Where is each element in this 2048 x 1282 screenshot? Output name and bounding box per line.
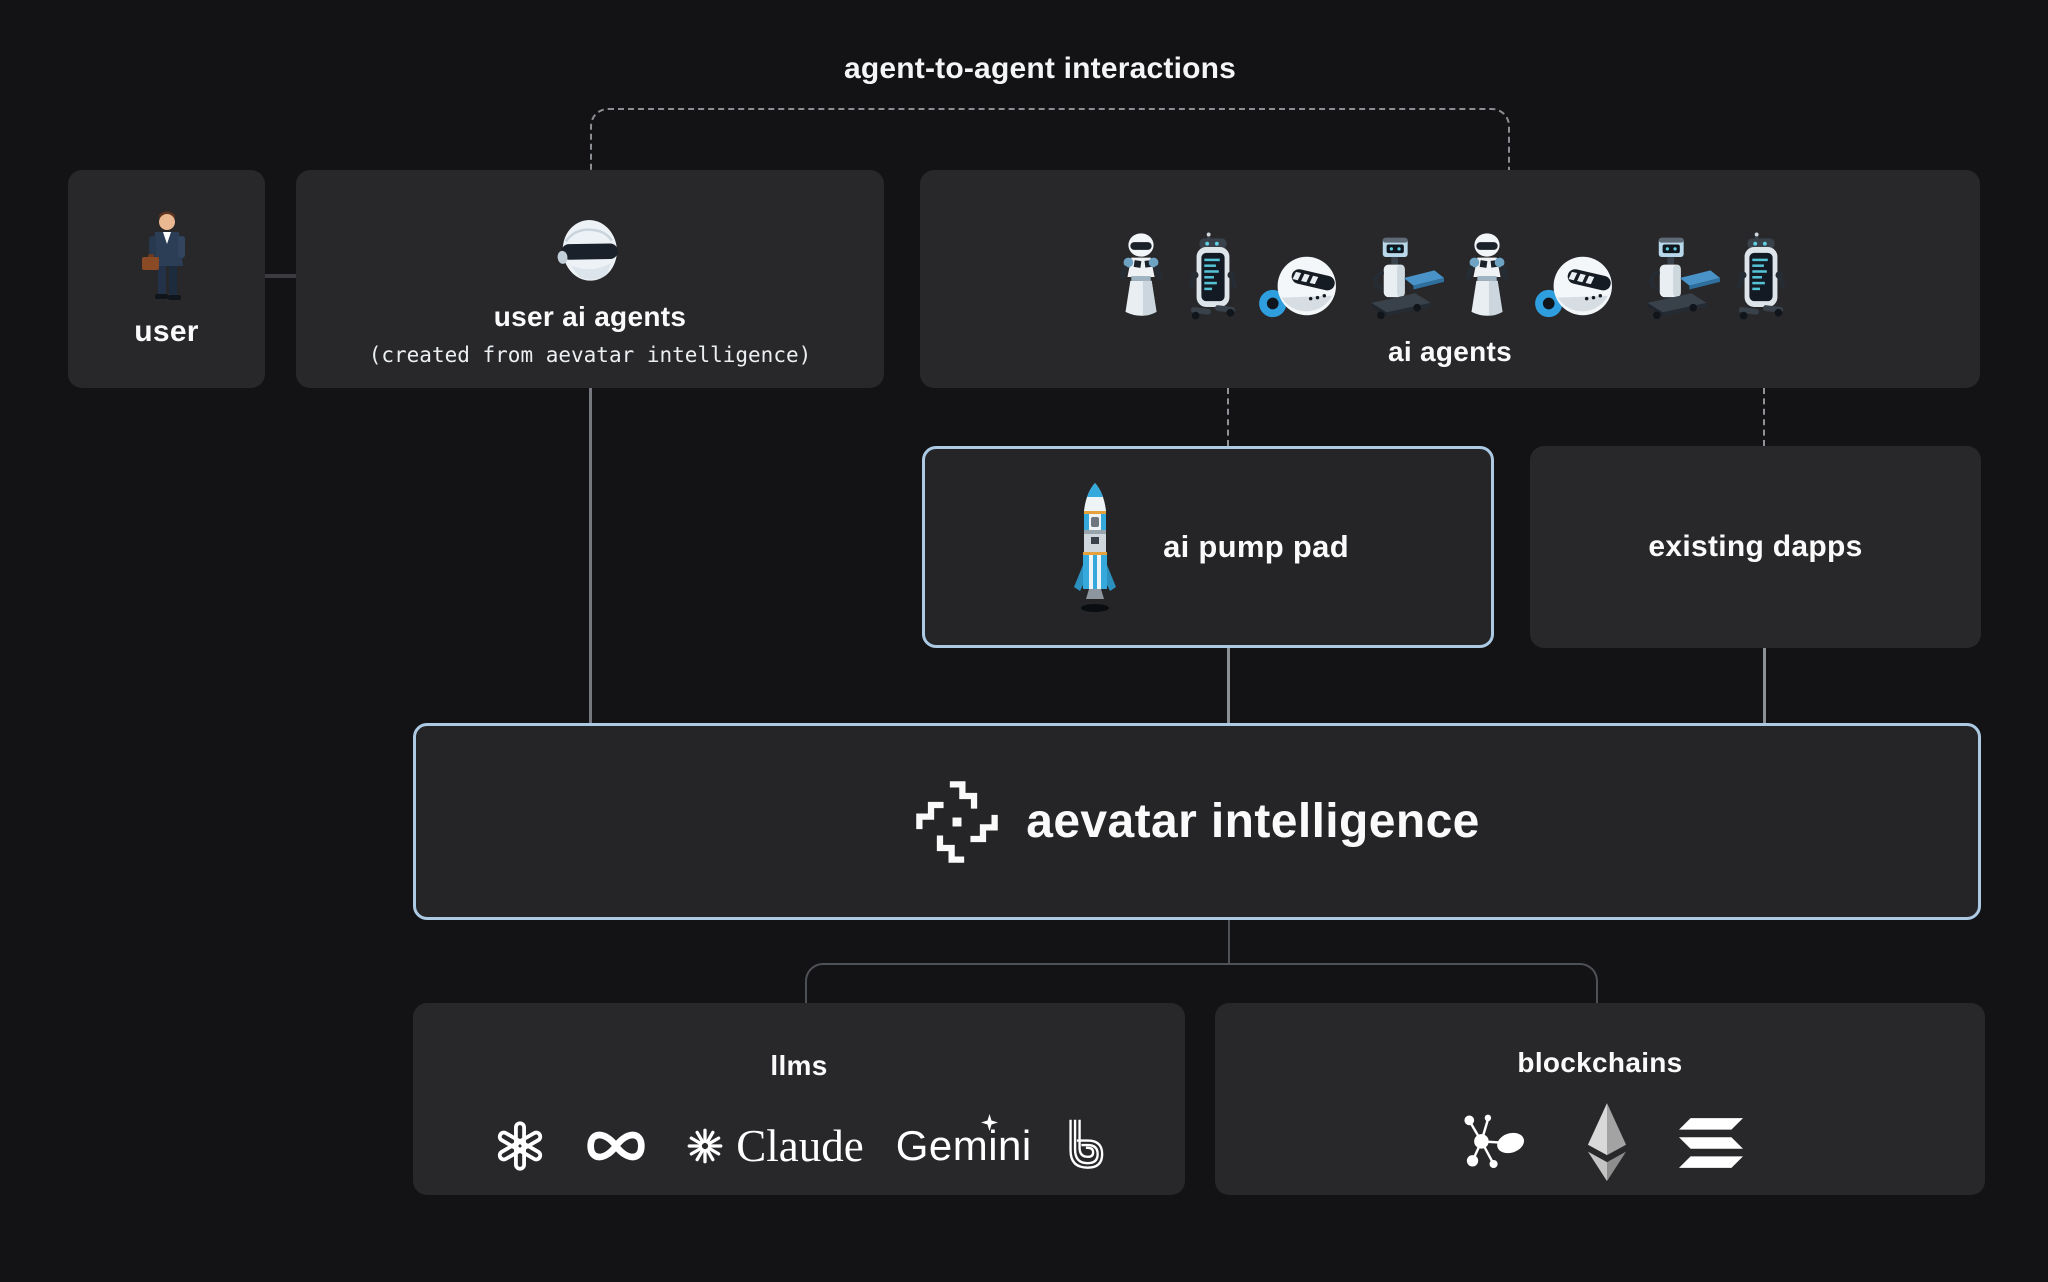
rocket-icon (1067, 481, 1123, 613)
user-ai-agents-box: user ai agents (created from aevatar int… (296, 170, 884, 388)
agent-to-agent-bracket-line (590, 108, 1510, 170)
solana-icon (1679, 1118, 1743, 1168)
gemini-wordmark: Gemini (895, 1122, 1032, 1169)
claude-wordmark: Claude (736, 1121, 864, 1171)
existing-dapps-label: existing dapps (1648, 530, 1863, 563)
ai-agents-box: ai agents (920, 170, 1980, 388)
user-to-agents-connector-line (264, 274, 297, 278)
kiosk-robot-icon (1732, 232, 1790, 322)
aevatar-intelligence-label: aevatar intelligence (1026, 795, 1480, 848)
gemini-logo: Gemini (896, 1122, 1032, 1170)
cart-robot-icon (1356, 234, 1444, 322)
pump-pad-to-aevatar-line (1227, 648, 1230, 723)
aevatar-logo-icon (914, 779, 1000, 865)
kiosk-robot-icon (1184, 232, 1242, 322)
diagram-title: agent-to-agent interactions (843, 52, 1237, 85)
user-ai-agents-subtitle: (created from aevatar intelligence) (368, 343, 812, 367)
existing-dapps-box: existing dapps (1530, 446, 1981, 648)
rover-robot-icon (1530, 250, 1620, 322)
aevatar-bottom-stem-line (1228, 920, 1230, 964)
dapps-to-aevatar-line (1763, 648, 1766, 723)
ai-pump-pad-box: ai pump pad (922, 446, 1494, 648)
ai-agents-robots (1110, 220, 1790, 322)
blockchain-logos (1457, 1101, 1743, 1185)
rover-robot-icon (1254, 250, 1344, 322)
ai-agents-label: ai agents (1387, 336, 1513, 367)
cart-robot-icon (1632, 234, 1720, 322)
blockchains-box: blockchains (1215, 1003, 1985, 1195)
user-ai-agents-to-aevatar-line (589, 388, 592, 723)
llms-box: llms Claude Gemini (413, 1003, 1185, 1195)
aevatar-intelligence-box: aevatar intelligence (413, 723, 1981, 920)
gemini-sparkle-icon (981, 1114, 998, 1131)
ai-agents-to-pump-pad-dashed-line (1227, 388, 1229, 446)
user-box: user (68, 170, 265, 388)
aelf-icon (1457, 1109, 1535, 1177)
ai-agents-to-dapps-dashed-line (1763, 388, 1765, 446)
ethereum-icon (1581, 1101, 1633, 1185)
openai-icon (492, 1118, 548, 1174)
llm-logos: Claude Gemini (492, 1106, 1106, 1186)
claude-logo: Claude (684, 1120, 864, 1172)
businessman-icon (139, 209, 195, 305)
blockchains-label: blockchains (1517, 1047, 1683, 1078)
humanoid-robot-icon (1110, 232, 1172, 322)
llms-label: llms (770, 1050, 828, 1081)
ai-pump-pad-label: ai pump pad (1163, 529, 1349, 564)
b-lines-icon (1064, 1118, 1106, 1174)
meta-icon (580, 1122, 652, 1170)
aevatar-to-bottom-bracket-line (805, 963, 1598, 1003)
user-label: user (134, 315, 199, 348)
humanoid-robot-icon (1456, 232, 1518, 322)
robot-helmet-icon (549, 211, 631, 293)
user-ai-agents-title: user ai agents (493, 301, 687, 332)
claude-starburst-icon (684, 1125, 726, 1167)
